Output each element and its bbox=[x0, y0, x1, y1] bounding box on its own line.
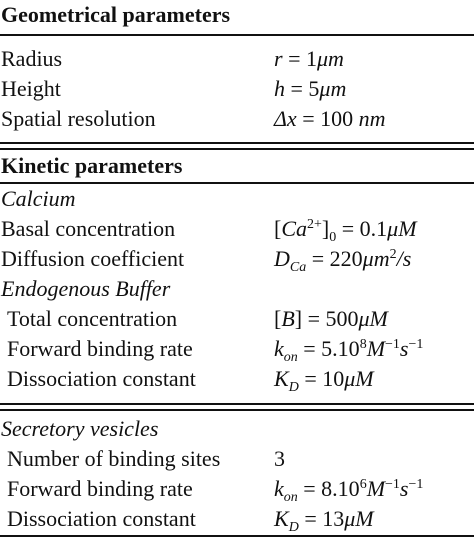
param-value: r = 1μm bbox=[274, 46, 344, 71]
subsection-title: Endogenous Buffer bbox=[1, 276, 171, 301]
param-value: kon = 8.106M−1s−1 bbox=[274, 476, 424, 505]
param-label: Number of binding sites bbox=[7, 446, 221, 471]
param-label: Forward binding rate bbox=[7, 476, 193, 501]
param-label: Dissociation constant bbox=[7, 366, 196, 391]
param-label: Dissociation constant bbox=[7, 506, 196, 531]
param-value: 3 bbox=[274, 446, 285, 471]
param-label: Diffusion coefficient bbox=[1, 246, 185, 271]
subheader-endogenous-buffer: Endogenous Buffer bbox=[0, 274, 474, 304]
double-rule-2-bottom bbox=[0, 409, 474, 411]
param-value: KD = 10μM bbox=[274, 366, 374, 395]
row-spatial-resolution: Spatial resolution Δx = 100 nm bbox=[0, 104, 474, 134]
param-value: h = 5μm bbox=[274, 76, 347, 101]
section-header-kinetic: Kinetic parameters bbox=[0, 151, 474, 181]
subheader-calcium: Calcium bbox=[0, 184, 474, 214]
row-radius: Radius r = 1μm bbox=[0, 44, 474, 74]
rule-under-geometrical-header bbox=[0, 34, 474, 36]
param-label: Forward binding rate bbox=[7, 336, 193, 361]
row-vesicle-dissociation-constant: Dissociation constant KD = 13μM bbox=[0, 504, 474, 535]
subsection-title: Calcium bbox=[1, 186, 76, 211]
param-value: KD = 13μM bbox=[274, 506, 374, 535]
section-title: Geometrical parameters bbox=[1, 2, 231, 27]
rule-under-kinetic-header bbox=[0, 182, 474, 184]
param-label: Radius bbox=[1, 46, 63, 71]
double-rule-2-top bbox=[0, 403, 474, 405]
rule-bottom bbox=[0, 535, 474, 537]
param-label: Basal concentration bbox=[1, 216, 176, 241]
param-label: Total concentration bbox=[7, 306, 178, 331]
param-value: [B] = 500μM bbox=[274, 306, 388, 331]
double-rule-bottom bbox=[0, 148, 474, 150]
param-label: Spatial resolution bbox=[1, 106, 156, 131]
param-value: Δx = 100 nm bbox=[274, 106, 386, 131]
double-rule-top bbox=[0, 142, 474, 144]
section-header-geometrical: Geometrical parameters bbox=[0, 0, 474, 30]
row-height: Height h = 5μm bbox=[0, 74, 474, 104]
row-vesicle-forward-binding-rate: Forward binding rate kon = 8.106M−1s−1 bbox=[0, 474, 474, 505]
row-basal-concentration: Basal concentration [Ca2+]0 = 0.1μM bbox=[0, 214, 474, 245]
row-number-of-binding-sites: Number of binding sites 3 bbox=[0, 444, 474, 474]
param-value: [Ca2+]0 = 0.1μM bbox=[274, 216, 417, 245]
subsection-title: Secretory vesicles bbox=[1, 416, 159, 441]
section-title: Kinetic parameters bbox=[1, 153, 183, 178]
param-value: DCa = 220μm2/s bbox=[274, 246, 412, 275]
param-label: Height bbox=[1, 76, 61, 101]
subheader-secretory-vesicles: Secretory vesicles bbox=[0, 414, 474, 444]
row-total-concentration: Total concentration [B] = 500μM bbox=[0, 304, 474, 334]
row-diffusion-coefficient: Diffusion coefficient DCa = 220μm2/s bbox=[0, 244, 474, 275]
param-value: kon = 5.108M−1s−1 bbox=[274, 336, 424, 365]
row-forward-binding-rate: Forward binding rate kon = 5.108M−1s−1 bbox=[0, 334, 474, 365]
row-dissociation-constant: Dissociation constant KD = 10μM bbox=[0, 364, 474, 395]
